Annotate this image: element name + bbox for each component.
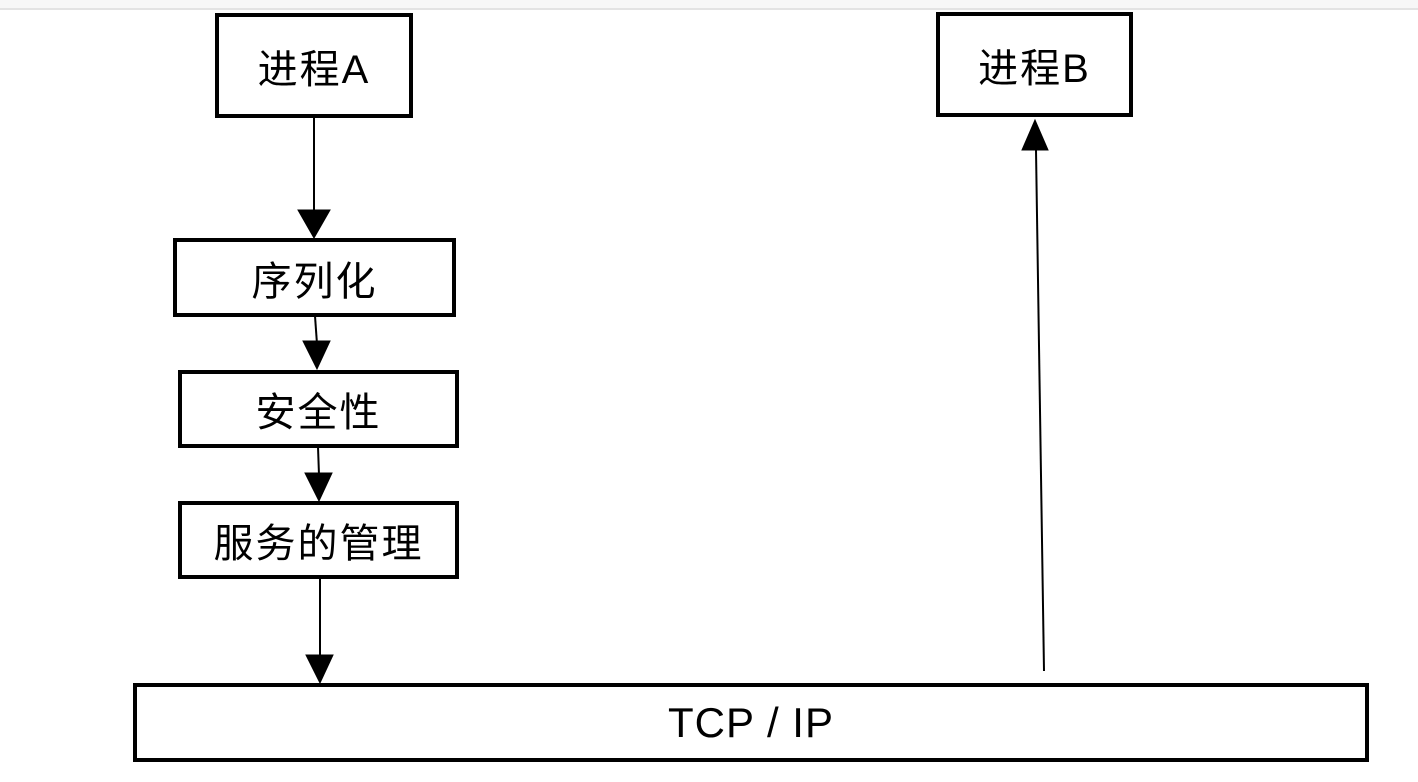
arrow-service-management-to-tcpip-icon xyxy=(305,578,334,685)
node-process-b: 进程B xyxy=(936,12,1133,117)
node-serialization: 序列化 xyxy=(173,238,456,317)
node-process-b-label: 进程B xyxy=(978,46,1091,91)
arrow-security-to-service-management-icon xyxy=(304,446,333,503)
node-tcp-ip: TCP / IP xyxy=(133,683,1369,762)
node-process-a: 进程A xyxy=(215,13,413,118)
node-security-label: 安全性 xyxy=(255,391,382,435)
node-process-a-label: 进程A xyxy=(257,47,371,92)
arrow-tcpip-to-process-b-icon xyxy=(1021,118,1049,672)
node-service-management-label: 服务的管理 xyxy=(213,522,424,566)
node-service-management: 服务的管理 xyxy=(178,501,459,579)
node-security: 安全性 xyxy=(178,370,459,448)
arrow-serialization-to-security-icon xyxy=(302,315,331,371)
arrow-process-a-to-serialization-icon xyxy=(297,117,331,240)
node-tcp-ip-label: TCP / IP xyxy=(668,698,834,746)
page-top-strip xyxy=(0,0,1418,10)
node-serialization-label: 序列化 xyxy=(251,259,378,304)
